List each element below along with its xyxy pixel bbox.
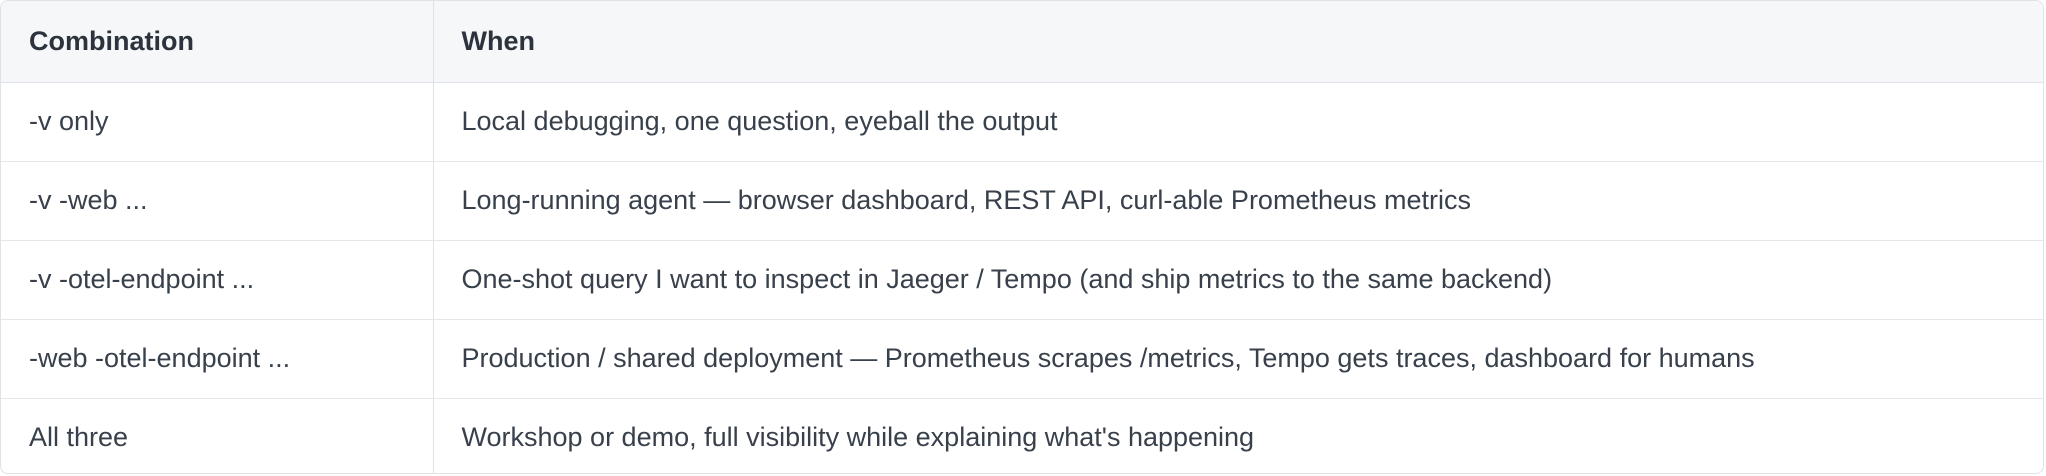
cell-combination: -web -otel-endpoint ...: [1, 319, 434, 399]
cell-when: Workshop or demo, full visibility while …: [461, 421, 1255, 452]
table-header: Combination When: [1, 1, 2043, 83]
cell-when: Local debugging, one question, eyeball t…: [433, 82, 2043, 162]
column-header-when: When: [433, 1, 2043, 83]
table-row: -v only Local debugging, one question, e…: [1, 82, 2043, 162]
cell-combination: -v only: [1, 82, 434, 162]
cell-combination: -v -web ...: [1, 161, 434, 241]
cell-combination: All three: [1, 398, 434, 473]
column-header-combination: Combination: [1, 1, 434, 83]
table-row: -web -otel-endpoint ... Production / sha…: [1, 319, 2043, 399]
table-body: -v only Local debugging, one question, e…: [1, 82, 2043, 473]
table-row: All three Workshop or demo, full visibil…: [1, 398, 2043, 473]
table-row: -v -web ... Long-running agent — browser…: [1, 161, 2043, 241]
header-row: Combination When: [1, 1, 2043, 83]
cell-when: One-shot query I want to inspect in Jaeg…: [433, 240, 2043, 320]
cell-combination: -v -otel-endpoint ...: [1, 240, 434, 320]
cell-when: Long-running agent — browser dashboard, …: [433, 161, 2043, 241]
table-row: -v -otel-endpoint ... One-shot query I w…: [1, 240, 2043, 320]
cell-when: Production / shared deployment — Prometh…: [433, 319, 2043, 399]
